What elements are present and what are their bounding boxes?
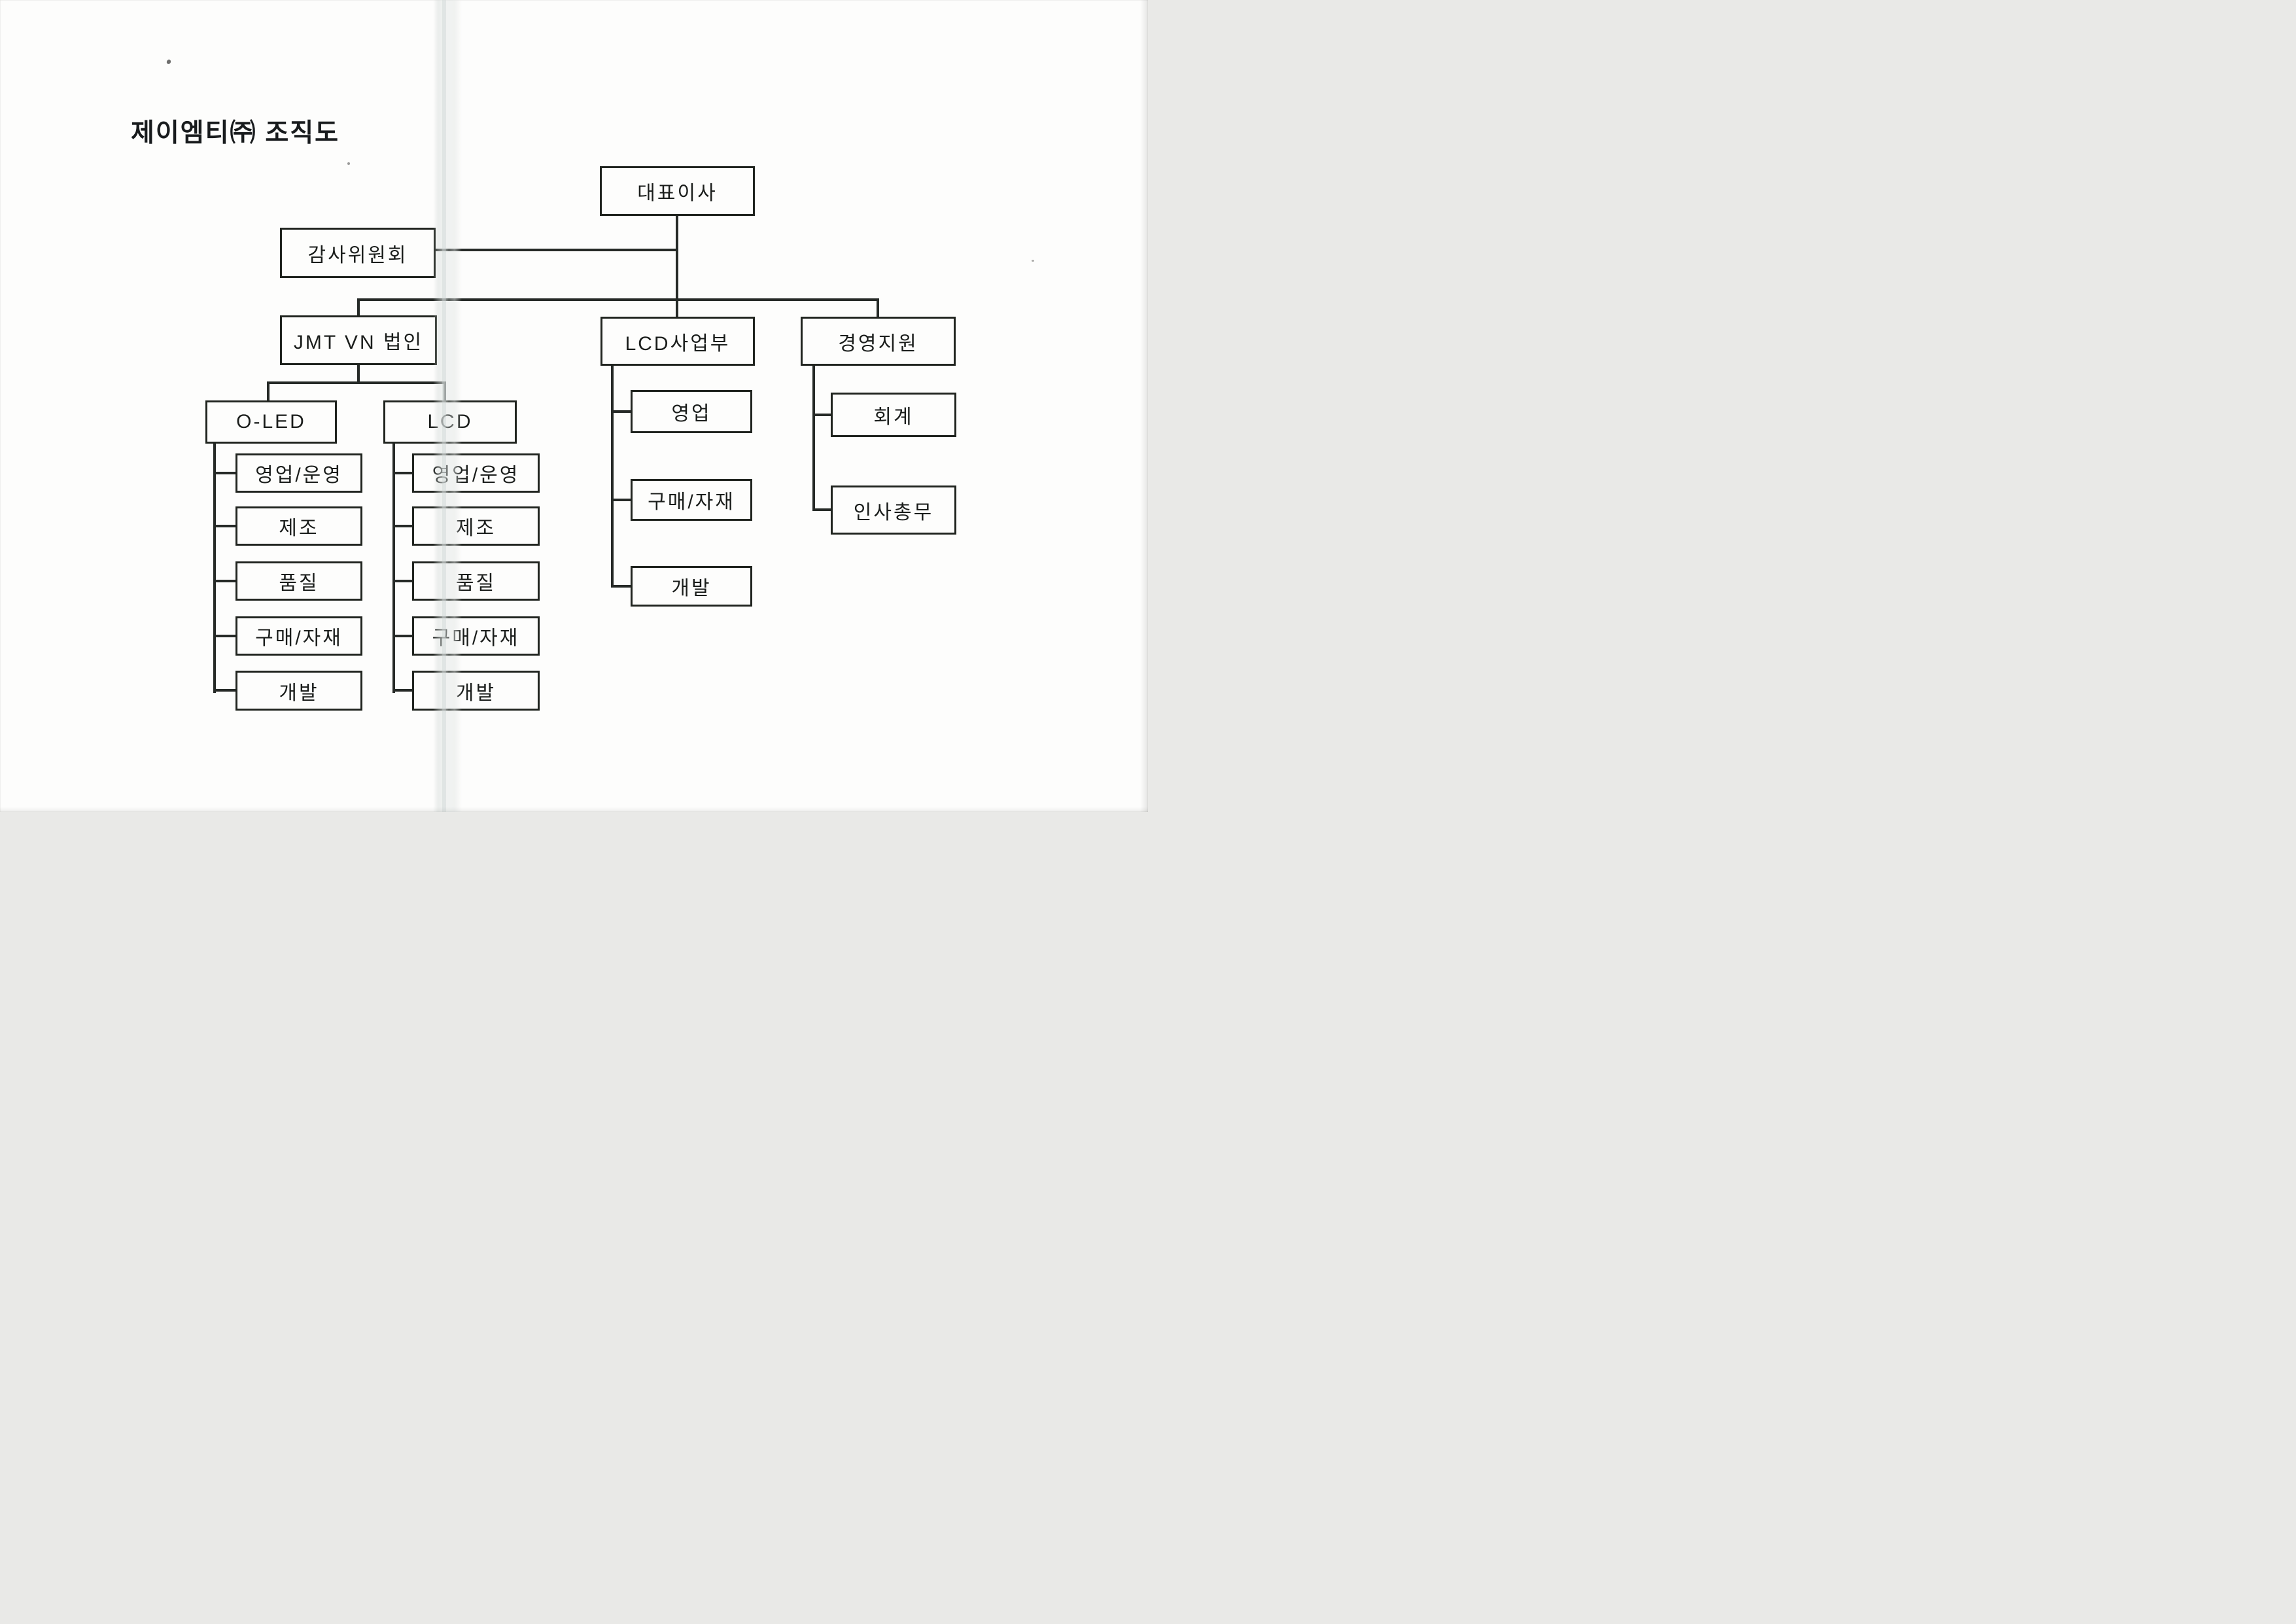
connector-lcddiv-tick-1 <box>611 410 631 413</box>
connector-audit-link <box>434 249 678 251</box>
connector-lcddiv-tick-2 <box>611 499 631 501</box>
connector-mgmt-tick-1 <box>812 414 831 416</box>
connector-mgmt-tick-2 <box>812 508 831 511</box>
scan-edge-shadow-bottom <box>0 807 1148 812</box>
connector-sub-bar <box>267 381 446 384</box>
connector-drop-jmt <box>357 298 360 315</box>
node-lcd-purchasing-materials: 구매/자재 <box>412 616 540 656</box>
connector-oled-tick-5 <box>213 689 235 692</box>
page-title: 제이엠티㈜ 조직도 <box>131 119 339 147</box>
scan-speck <box>165 58 172 65</box>
node-lcd-development: 개발 <box>412 671 540 711</box>
node-lcd-business-division: LCD사업부 <box>600 317 755 366</box>
connector-lcd-tick-1 <box>392 472 412 474</box>
connector-jmt-down <box>357 365 360 381</box>
connector-lcddiv-tick-3 <box>611 585 631 588</box>
connector-mgmt-spine <box>812 364 815 511</box>
node-mgmt-accounting: 회계 <box>831 393 956 437</box>
connector-lcd-tick-4 <box>392 635 412 637</box>
node-lcd-sales-operations: 영업/운영 <box>412 453 540 493</box>
node-lcd-quality: 품질 <box>412 561 540 601</box>
connector-drop-lcd <box>444 381 446 400</box>
connector-lcddiv-spine <box>611 364 614 588</box>
node-lcddiv-sales: 영업 <box>631 390 752 433</box>
connector-lcd-spine <box>392 444 395 693</box>
connector-ceo-trunk <box>676 216 678 317</box>
connector-drop-oled <box>267 381 270 400</box>
scan-speck <box>1032 260 1034 262</box>
node-mgmt-hr-general-affairs: 인사총무 <box>831 485 956 535</box>
connector-oled-spine <box>213 444 216 693</box>
connector-lcd-tick-2 <box>392 525 412 527</box>
node-oled-manufacturing: 제조 <box>235 506 362 546</box>
node-audit-committee: 감사위원회 <box>280 228 436 278</box>
connector-lcd-tick-3 <box>392 580 412 582</box>
node-oled-sales-operations: 영업/운영 <box>235 453 362 493</box>
node-lcddiv-development: 개발 <box>631 566 752 607</box>
node-oled-purchasing-materials: 구매/자재 <box>235 616 362 656</box>
node-oled-development: 개발 <box>235 671 362 711</box>
node-management-support: 경영지원 <box>801 317 956 366</box>
node-oled-division: O-LED <box>205 400 337 444</box>
connector-drop-mgmt <box>877 298 879 317</box>
scan-edge-shadow-right <box>1140 0 1148 812</box>
connector-oled-tick-1 <box>213 472 235 474</box>
node-ceo: 대표이사 <box>600 166 755 216</box>
scan-speck <box>347 162 350 165</box>
scanned-org-chart-page: 제이엠티㈜ 조직도 대표이사 감사위원회 JMT VN 법인 LCD사업부 경영… <box>0 0 1148 812</box>
connector-branch-bar <box>357 298 879 301</box>
node-lcd-division: LCD <box>383 400 517 444</box>
connector-oled-tick-2 <box>213 525 235 527</box>
connector-oled-tick-3 <box>213 580 235 582</box>
node-oled-quality: 품질 <box>235 561 362 601</box>
node-lcd-manufacturing: 제조 <box>412 506 540 546</box>
node-jmt-vn-corp: JMT VN 법인 <box>280 315 437 365</box>
node-lcddiv-purchasing-materials: 구매/자재 <box>631 479 752 521</box>
connector-oled-tick-4 <box>213 635 235 637</box>
connector-lcd-tick-5 <box>392 689 412 692</box>
